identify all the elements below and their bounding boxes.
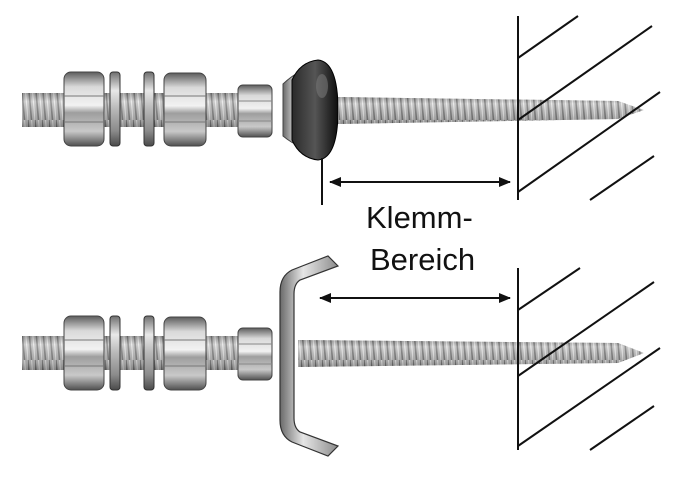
- clamping-range-dimension-top: [321, 158, 511, 205]
- dome-seal-washer: [291, 59, 339, 161]
- flat-washer-bottom-2: [143, 315, 155, 391]
- clamping-range-label-line2: Bereich: [370, 242, 476, 277]
- flat-washer-top-2: [143, 71, 155, 147]
- flat-washer-top-1: [109, 71, 121, 147]
- lock-nut-bottom-2: [163, 316, 207, 391]
- lock-nut-top-1: [63, 71, 105, 147]
- lock-nut-bottom-1: [63, 315, 105, 391]
- hex-coupling-top: [237, 84, 273, 138]
- u-bracket: [279, 255, 340, 457]
- assembly-bottom: [22, 255, 644, 457]
- clamping-range-label-line1: Klemm-: [366, 200, 473, 235]
- wall-hatching-top: [517, 15, 661, 201]
- flat-washer-bottom-1: [109, 315, 121, 391]
- hex-coupling-bottom: [237, 327, 273, 381]
- lock-nut-top-2: [163, 72, 207, 147]
- wall-hatching-bottom: [517, 267, 661, 451]
- assembly-top: [22, 59, 644, 161]
